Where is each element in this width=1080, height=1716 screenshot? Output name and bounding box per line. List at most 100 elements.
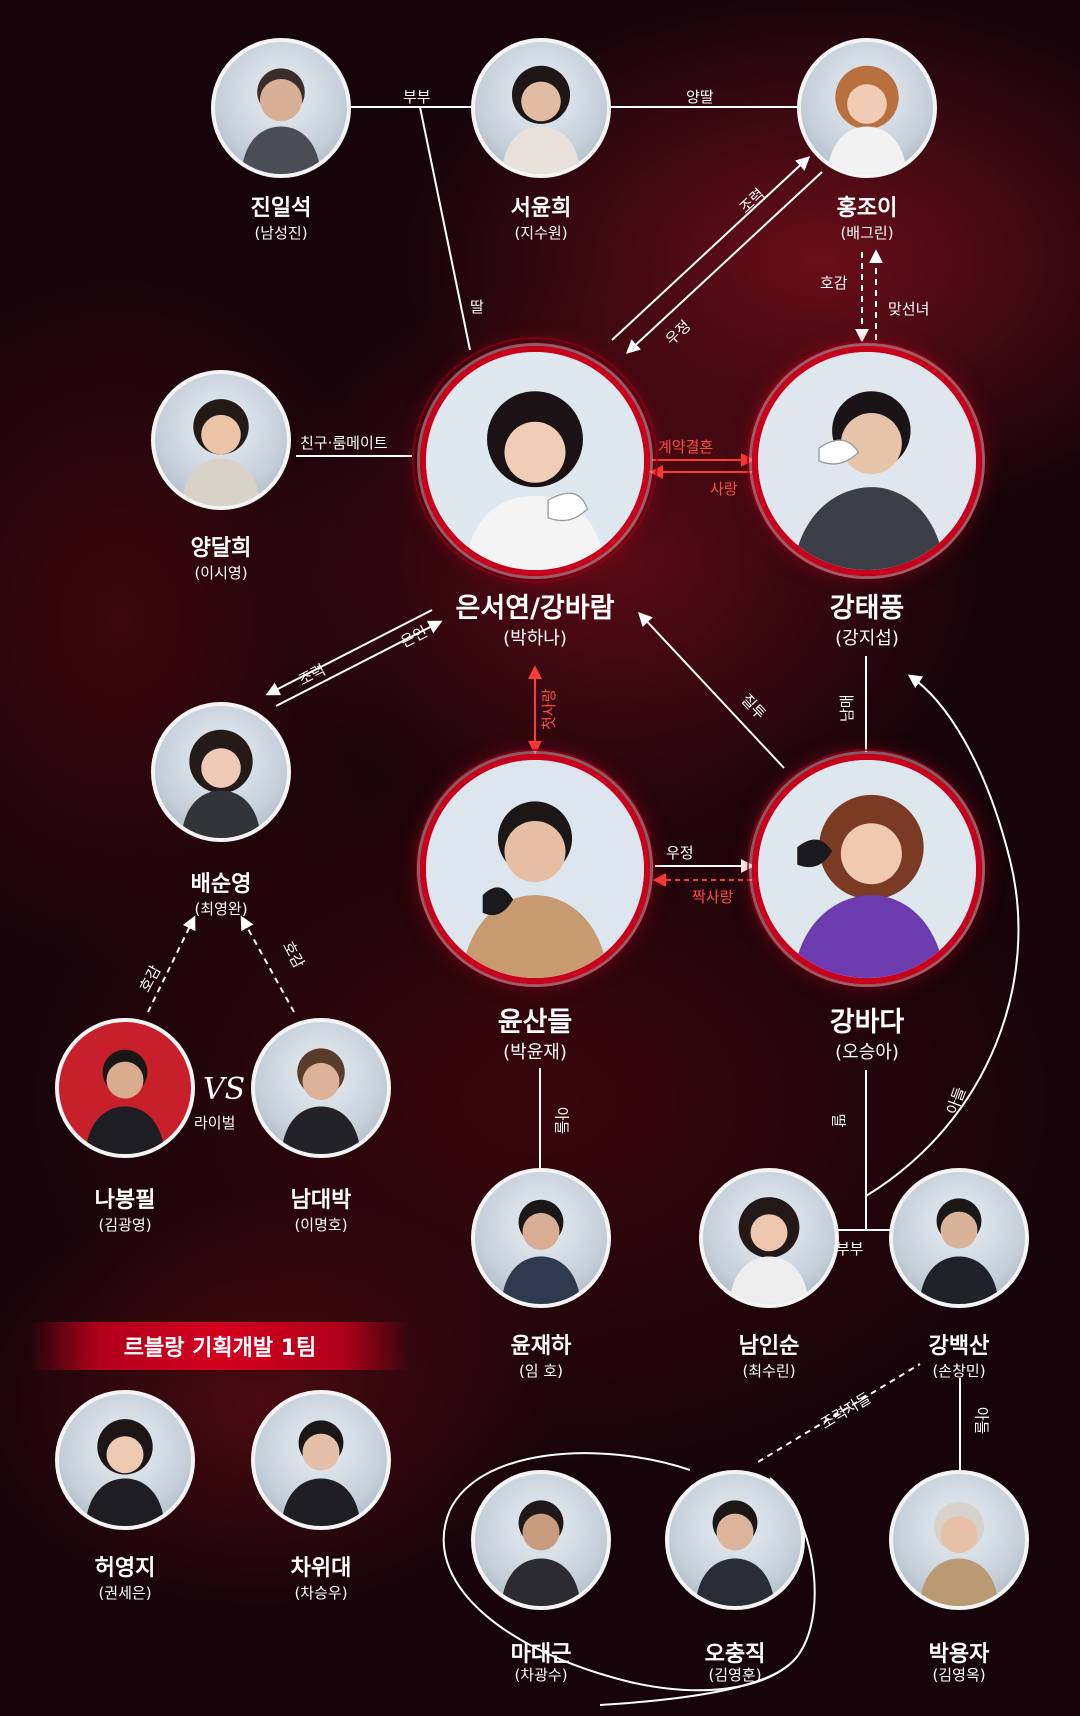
- avatar: [752, 754, 982, 984]
- character-name: 남대박: [290, 1188, 352, 1213]
- avatar: [889, 1470, 1029, 1610]
- character-name: 은서연/강바람: [455, 593, 615, 624]
- line-eunin: [265, 609, 433, 696]
- actor-name: (김영훈): [708, 1666, 762, 1684]
- character-name: 서윤희: [510, 196, 572, 221]
- rel-ujeong-mid: 우정: [666, 844, 694, 862]
- team-banner-label: 르블랑 기획개발 1팀: [123, 1336, 317, 1361]
- avatar: [889, 1168, 1029, 1308]
- rel-matseonnyeo: 맞선녀: [888, 300, 930, 318]
- avatar: [55, 1390, 195, 1530]
- line-joryeok-top: [611, 156, 811, 341]
- character-name: 배순영: [190, 872, 252, 897]
- avatar: [420, 346, 650, 576]
- actor-name: (박하나): [503, 628, 567, 649]
- avatar: [665, 1470, 805, 1610]
- actor-name: (박윤재): [503, 1042, 567, 1063]
- actor-name: (차광수): [514, 1666, 568, 1684]
- actor-name: (오승아): [835, 1042, 899, 1063]
- rel-gyeyak: 계약결혼: [658, 438, 714, 456]
- avatar: [211, 38, 351, 178]
- rel-bubu-top: 부부: [403, 88, 431, 106]
- rel-nammae: 남매: [838, 694, 856, 722]
- character-name: 진일석: [250, 196, 312, 221]
- node-seo-yunhui[interactable]: 서윤희 (지수원): [466, 38, 616, 242]
- actor-name: (강지섭): [835, 628, 899, 649]
- actor-name: (손창민): [932, 1362, 986, 1380]
- rel-hogam-top: 호감: [820, 274, 848, 292]
- avatar: [420, 754, 650, 984]
- character-name: 차위대: [290, 1556, 352, 1581]
- node-kang-taepung[interactable]: 강태풍 (강지섭): [752, 346, 982, 656]
- character-name: 양달희: [190, 536, 252, 561]
- node-hong-joi[interactable]: 홍조이 (배그린): [792, 38, 942, 242]
- rel-rival: 라이벌: [194, 1114, 236, 1132]
- character-name: 허영지: [94, 1556, 156, 1581]
- character-name: 강백산: [928, 1334, 990, 1359]
- actor-name: (권세은): [98, 1584, 152, 1602]
- avatar: [471, 1470, 611, 1610]
- actor-name: (차승우): [294, 1584, 348, 1602]
- avatar: [151, 370, 291, 510]
- node-kang-bada[interactable]: 강바다 (오승아): [752, 754, 982, 1064]
- node-cha-widae[interactable]: 차위대 (차승우): [246, 1390, 396, 1602]
- avatar: [471, 38, 611, 178]
- character-name: 윤재하: [510, 1334, 572, 1359]
- node-o-chungjik[interactable]: 오충직 (김영훈): [660, 1470, 810, 1684]
- character-name: 남인순: [738, 1334, 800, 1359]
- avatar: [251, 1390, 391, 1530]
- rel-bubu-bottom: 부부: [836, 1240, 864, 1258]
- actor-name: (최영완): [194, 900, 248, 918]
- rel-sarang: 사랑: [710, 480, 738, 498]
- character-name: 마대근: [510, 1642, 572, 1667]
- actor-name: (김영옥): [932, 1666, 986, 1684]
- rel-jjaksarang: 짝사랑: [692, 888, 734, 906]
- node-nam-insun[interactable]: 남인순 (최수린): [694, 1168, 844, 1380]
- node-nam-daebak[interactable]: 남대박 (이명호): [246, 1018, 396, 1234]
- avatar: [251, 1018, 391, 1158]
- node-ma-daegeun[interactable]: 마대근 (차광수): [466, 1470, 616, 1684]
- line-jiltu: [638, 611, 785, 769]
- node-eun-seoyeon[interactable]: 은서연/강바람 (박하나): [420, 346, 650, 649]
- character-name: 오충직: [704, 1642, 766, 1667]
- avatar: [752, 346, 982, 576]
- rel-ttal-right: 딸: [829, 1113, 848, 1128]
- avatar: [55, 1018, 195, 1158]
- actor-name: (이시영): [194, 564, 248, 582]
- character-name: 홍조이: [836, 196, 898, 221]
- line-adeul-right: [865, 674, 1020, 1197]
- actor-name: (김광영): [98, 1216, 152, 1234]
- actor-name: (배그린): [840, 224, 894, 242]
- actor-name: (이명호): [294, 1216, 348, 1234]
- rel-yangttal: 양딸: [686, 88, 714, 106]
- character-name: 윤산들: [497, 1007, 573, 1038]
- node-yang-dalhui[interactable]: 양달희 (이시영): [146, 370, 296, 582]
- character-name: 나봉필: [94, 1188, 156, 1213]
- rel-chingu: 친구·룸메이트: [300, 434, 388, 452]
- avatar: [699, 1168, 839, 1308]
- node-heo-yeongji[interactable]: 허영지 (권세은): [50, 1390, 200, 1602]
- avatar: [471, 1168, 611, 1308]
- actor-name: (임 호): [518, 1362, 564, 1380]
- team-banner: 르블랑 기획개발 1팀: [30, 1322, 410, 1370]
- rel-adeul-bottom: 아들: [972, 1406, 991, 1435]
- rel-ttal-left: 딸: [470, 298, 484, 316]
- line-ttal-top: [419, 106, 471, 351]
- node-yun-jaeha[interactable]: 윤재하 (임 호): [466, 1168, 616, 1380]
- node-kang-baeksan[interactable]: 강백산 (손창민): [884, 1168, 1034, 1380]
- avatar: [797, 38, 937, 178]
- helpers-loop: [442, 1452, 816, 1692]
- vs-mark: VS: [203, 1072, 246, 1107]
- node-jin-ilseok[interactable]: 진일석 (남성진): [206, 38, 356, 242]
- rel-adeul-left: 아들: [552, 1106, 571, 1135]
- node-na-bongpil[interactable]: 나봉필 (김광영): [50, 1018, 200, 1234]
- node-yun-sandeul[interactable]: 윤산들 (박윤재): [420, 754, 650, 1064]
- line-joryeokja: [757, 1363, 921, 1463]
- character-name: 강바다: [829, 1007, 905, 1038]
- character-name: 박용자: [928, 1642, 990, 1667]
- node-park-yongja[interactable]: 박용자 (김영옥): [884, 1470, 1034, 1684]
- node-bae-sunyeong[interactable]: 배순영 (최영완): [146, 702, 296, 918]
- line-joryeok-left: [275, 620, 443, 707]
- actor-name: (남성진): [254, 224, 308, 242]
